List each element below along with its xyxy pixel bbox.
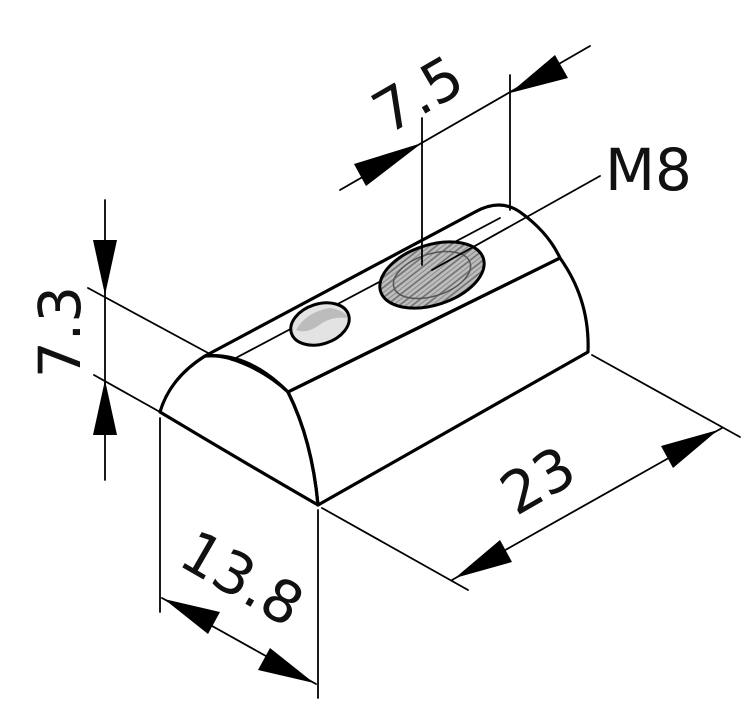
- dimension-label-width-bottom: 13.8: [169, 517, 315, 640]
- end-face: [158, 354, 320, 507]
- ball-hole-shade: [296, 308, 348, 332]
- top-face: [203, 203, 562, 394]
- extension-line-near: [321, 507, 469, 591]
- arrow-right: [258, 648, 314, 683]
- extension-line-far: [591, 354, 741, 438]
- arrow-left: [354, 143, 422, 186]
- leader-line: [431, 175, 601, 271]
- arrow-bottom: [93, 380, 117, 435]
- dimension-height: 7.3: [26, 199, 211, 481]
- thread-label: M8: [605, 136, 692, 204]
- dimension-label-width-top: 7.5: [361, 42, 475, 147]
- arrow-left: [164, 599, 220, 634]
- dimension-length: 23: [321, 354, 741, 591]
- arrow-far: [661, 430, 718, 468]
- t-nut-body: [158, 203, 590, 507]
- dimension-label-length: 23: [489, 433, 587, 529]
- arrow-right: [510, 55, 568, 93]
- thread-callout: M8: [431, 136, 692, 271]
- dimension-label-height: 7.3: [26, 286, 94, 378]
- arrow-near: [455, 540, 512, 578]
- arrow-top: [93, 240, 117, 295]
- thread-hole: [378, 240, 486, 310]
- extension-line-top: [87, 287, 211, 355]
- thread-hole-inner: [392, 250, 472, 300]
- dimension-width-top: 7.5: [339, 42, 591, 266]
